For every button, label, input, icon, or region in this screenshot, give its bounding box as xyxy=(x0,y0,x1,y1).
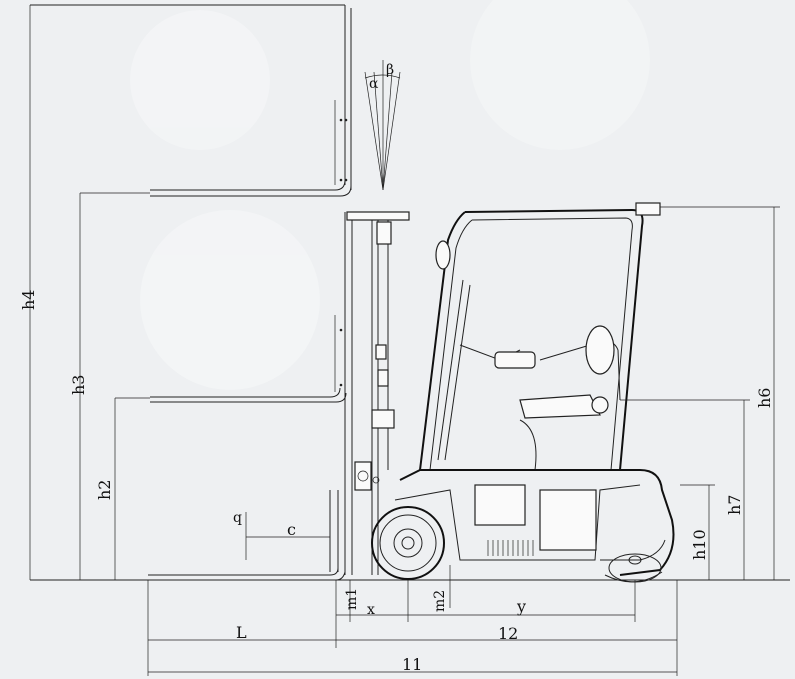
h3-label: h3 xyxy=(69,375,88,395)
h4-label: h4 xyxy=(19,290,38,310)
raised-fork-middle xyxy=(150,315,347,403)
truck-chassis xyxy=(394,469,675,576)
h2-label: h2 xyxy=(95,480,114,500)
h6-label: h6 xyxy=(755,388,774,408)
dimension-h10: h10 xyxy=(680,484,715,580)
c-label: c xyxy=(287,520,296,539)
tilt-angle-indicator: α β xyxy=(364,60,401,191)
L-label: L xyxy=(236,623,247,642)
q-label: q xyxy=(233,510,242,526)
overhead-guard xyxy=(419,202,661,471)
operator-seat xyxy=(459,325,621,471)
y-label: y xyxy=(516,597,526,616)
front-wheel xyxy=(371,506,445,580)
beta-label: β xyxy=(386,62,394,78)
dimension-h3: h3 xyxy=(69,192,150,580)
m1-label: m1 xyxy=(344,588,360,610)
fork-lowered xyxy=(148,490,346,581)
x-label: x xyxy=(367,602,375,618)
dimension-bottom: m1 m2 x y L 12 11 xyxy=(147,565,678,676)
dimension-h7: h7 xyxy=(620,399,750,580)
dimension-h2: h2 xyxy=(95,397,150,580)
dimension-load-center: q c xyxy=(233,510,330,560)
m2-label: m2 xyxy=(432,590,448,612)
mast xyxy=(344,211,410,575)
background-decoration xyxy=(130,0,650,390)
l2-label: 12 xyxy=(498,624,518,643)
dimension-h4: h4 xyxy=(19,5,38,580)
raised-fork-top xyxy=(30,4,352,197)
dimension-h6: h6 xyxy=(660,206,780,580)
vent-grille xyxy=(487,540,534,556)
h10-label: h10 xyxy=(690,529,709,560)
l1-label: 11 xyxy=(402,655,422,674)
h7-label: h7 xyxy=(725,495,744,515)
alpha-label: α xyxy=(369,76,379,92)
rear-wheel xyxy=(604,553,663,583)
